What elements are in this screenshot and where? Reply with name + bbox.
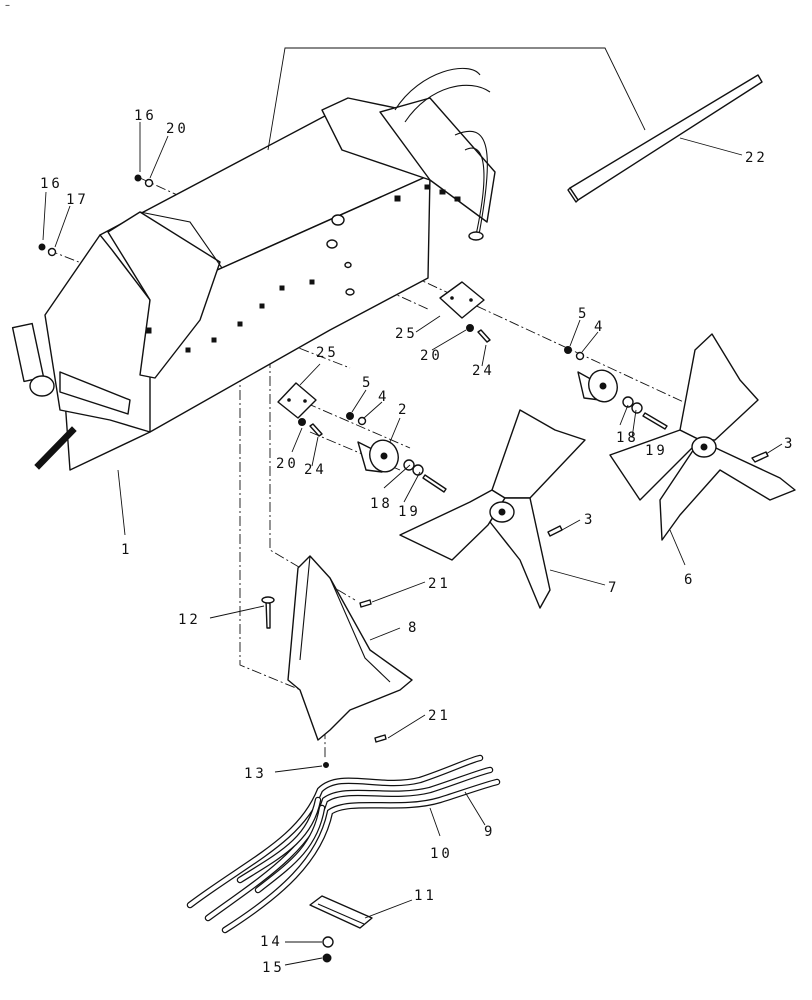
callout-4-lower: 4 xyxy=(378,389,389,405)
callout-16-upper: 16 xyxy=(134,108,157,124)
callout-labels: 22 16 20 16 17 25 20 24 5 4 25 5 4 2 18 … xyxy=(40,108,795,976)
callout-9: 9 xyxy=(484,824,495,840)
callout-5-upper: 5 xyxy=(578,306,589,322)
callout-14: 14 xyxy=(260,934,283,950)
callout-19-lower: 19 xyxy=(398,504,421,520)
tine-set xyxy=(186,754,501,934)
callout-25-lower: 25 xyxy=(316,345,339,361)
callout-3-upper: 3 xyxy=(784,436,795,452)
callout-21-lower: 21 xyxy=(428,708,451,724)
callout-18-lower: 18 xyxy=(370,496,393,512)
rotor-upper xyxy=(609,333,796,541)
callout-10: 10 xyxy=(430,846,453,862)
callout-25-upper: 25 xyxy=(395,326,418,342)
hardware xyxy=(38,174,769,963)
callout-2: 2 xyxy=(398,402,409,418)
callout-19-upper: 19 xyxy=(645,443,668,459)
callout-17: 17 xyxy=(66,192,89,208)
callout-20-lower: 20 xyxy=(276,456,299,472)
callout-20-mid: 20 xyxy=(420,348,443,364)
callout-12: 12 xyxy=(178,612,201,628)
callout-15: 15 xyxy=(262,960,285,976)
bearing-plate-upper xyxy=(439,281,485,319)
callout-16-left: 16 xyxy=(40,176,63,192)
angle-strip xyxy=(567,74,763,203)
callout-20-upper: 20 xyxy=(166,121,189,137)
bearing-hub-lower xyxy=(357,439,399,473)
callout-13: 13 xyxy=(244,766,267,782)
callout-18-upper: 18 xyxy=(616,430,639,446)
leader-lines xyxy=(42,47,783,966)
callout-22: 22 xyxy=(745,150,768,166)
callout-7: 7 xyxy=(608,580,619,596)
bearing-hub-upper xyxy=(577,369,618,403)
callout-1: 1 xyxy=(121,542,132,558)
callout-11: 11 xyxy=(414,888,437,904)
callout-24-upper: 24 xyxy=(472,363,495,379)
callout-6: 6 xyxy=(684,572,695,588)
callout-8: 8 xyxy=(408,620,419,636)
callout-24-lower: 24 xyxy=(304,462,327,478)
callout-4-upper: 4 xyxy=(594,319,605,335)
callout-5-lower: 5 xyxy=(362,375,373,391)
tine-deflector xyxy=(287,555,413,741)
bearing-plate-lower xyxy=(277,382,317,419)
main-hood-assembly xyxy=(11,67,496,471)
clamp-bar xyxy=(309,895,373,929)
corner-mark: – xyxy=(5,0,10,11)
rotor-lower xyxy=(399,409,586,609)
callout-21-upper: 21 xyxy=(428,576,451,592)
callout-3-lower: 3 xyxy=(584,512,595,528)
